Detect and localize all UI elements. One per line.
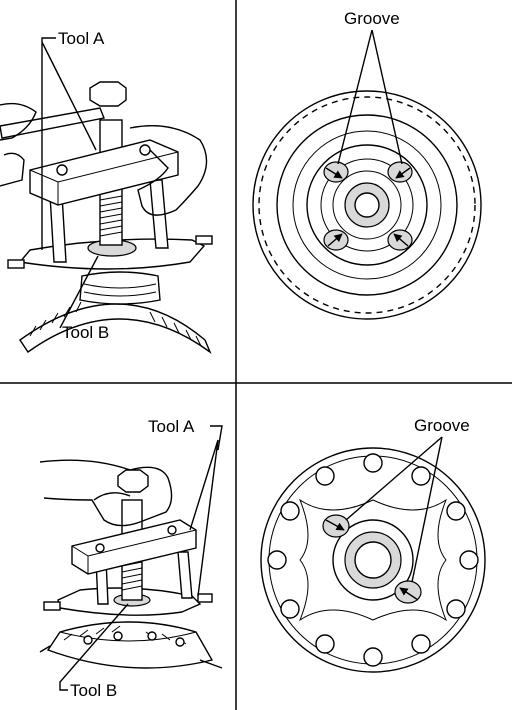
bolt-holes [267, 453, 479, 667]
ring-gear-partial [19, 301, 212, 355]
tool-b-label: Tool B [70, 681, 117, 700]
tool-b-leader [59, 603, 129, 691]
groove-leader [371, 29, 403, 165]
hand-left [0, 102, 37, 187]
tool-a-leader [197, 439, 219, 597]
hand-right [129, 125, 208, 216]
panel-bottom-right: Groove [260, 416, 486, 673]
tool-a-bracket [41, 37, 56, 250]
tool-a-leader [41, 41, 97, 151]
groove-boss [323, 161, 349, 183]
groove-leader [345, 436, 443, 521]
tool-a-crossbar [71, 519, 197, 575]
tool-b-label: Tool B [62, 323, 109, 342]
ring-gear-partial [46, 621, 214, 669]
panel-top-left: Tool A Tool B [0, 29, 213, 355]
groove-leader [411, 436, 443, 583]
groove-leader [337, 29, 373, 165]
hand [39, 459, 173, 527]
panel-top-right: Groove [252, 9, 482, 320]
tool-a-label: Tool A [58, 29, 105, 48]
tool-b-leader [59, 255, 99, 329]
tool-a-label: Tool A [148, 417, 195, 436]
groove-boss [387, 161, 413, 183]
panel-bottom-left: Tool A Tool B [39, 417, 223, 700]
tool-a-bracket [210, 425, 223, 451]
groove-label: Groove [414, 416, 470, 435]
tool-a-crossbar [29, 139, 179, 206]
groove-label: Groove [344, 9, 400, 28]
tool-a-leader [189, 439, 219, 531]
